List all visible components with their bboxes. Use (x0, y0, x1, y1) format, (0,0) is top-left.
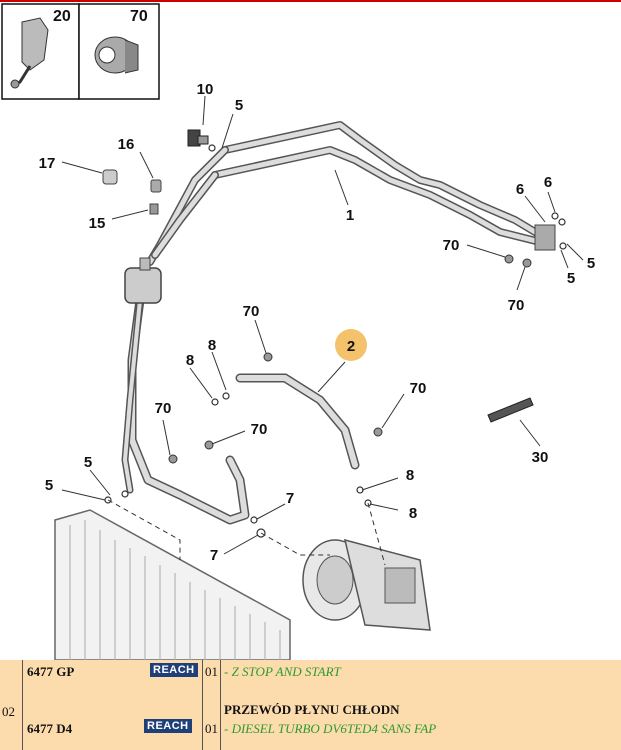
parts-table: 6477 GP REACH 01 - Z STOP AND START 02 P… (0, 660, 621, 750)
pipe-1-assembly (121, 121, 544, 525)
column-divider (202, 660, 203, 750)
nuts (168, 254, 532, 464)
callout-70[interactable]: 70 (443, 237, 460, 254)
callout-5[interactable]: 5 (84, 454, 92, 471)
reach-badge: REACH (150, 663, 198, 677)
callout-1[interactable]: 1 (346, 207, 354, 224)
part-15-valve (149, 203, 159, 215)
callout-70[interactable]: 70 (155, 400, 172, 417)
callout-16[interactable]: 16 (118, 136, 135, 153)
callout-15[interactable]: 15 (89, 215, 106, 232)
top-border (0, 0, 621, 2)
column-divider (22, 660, 23, 750)
part-quantity: 01 (205, 664, 218, 679)
part-quantity: 01 (205, 721, 218, 736)
callout-7[interactable]: 7 (286, 490, 294, 507)
thumbnail-number: 20 (53, 8, 71, 25)
callout-10[interactable]: 10 (197, 81, 214, 98)
callout-5[interactable]: 5 (45, 477, 53, 494)
condenser (54, 509, 291, 660)
part-reference: 6477 D4 (27, 721, 73, 736)
thumbnail-part-70[interactable]: 70 (78, 3, 160, 100)
callout-7[interactable]: 7 (210, 547, 218, 564)
part-16-cap (150, 179, 162, 193)
callout-8[interactable]: 8 (186, 352, 194, 369)
part-description: PRZEWÓD PŁYNU CHŁODN (224, 702, 400, 717)
callout-5[interactable]: 5 (567, 270, 575, 287)
callout-70[interactable]: 70 (251, 421, 268, 438)
callout-6[interactable]: 6 (544, 174, 552, 191)
reach-badge: REACH (144, 719, 192, 733)
pressure-sensor (187, 129, 209, 147)
callout-5[interactable]: 5 (587, 255, 595, 272)
exploded-parts-diagram: 20 70 (0, 0, 621, 660)
part-30-seal-strip (487, 397, 534, 423)
callout-8[interactable]: 8 (409, 505, 417, 522)
dashed-leader-lines (107, 499, 386, 566)
thumbnail-part-20[interactable]: 20 (1, 3, 80, 100)
highlight-circle (335, 329, 367, 361)
receiver-drier (124, 257, 162, 304)
part-note: - Z STOP AND START (224, 664, 341, 679)
thumbnail-number: 70 (130, 8, 148, 25)
part-reference: 6477 GP (27, 664, 75, 679)
callout-30[interactable]: 30 (532, 449, 549, 466)
connector-block (534, 224, 556, 251)
callout-17[interactable]: 17 (39, 155, 56, 172)
callout-2[interactable]: 2 (347, 338, 355, 355)
leader-lines (61, 95, 584, 555)
row-index: 02 (2, 704, 15, 719)
part-17-plug (102, 169, 118, 185)
callout-70[interactable]: 70 (243, 303, 260, 320)
column-divider (220, 660, 221, 750)
seals (104, 144, 567, 538)
callout-8[interactable]: 8 (406, 467, 414, 484)
callout-70[interactable]: 70 (508, 297, 525, 314)
callout-5[interactable]: 5 (235, 97, 243, 114)
part-note: - DIESEL TURBO DV6TED4 SANS FAP (224, 721, 437, 736)
callout-6[interactable]: 6 (516, 181, 524, 198)
callout-8[interactable]: 8 (208, 337, 216, 354)
pipe-2[interactable] (235, 373, 360, 470)
callout-70[interactable]: 70 (410, 380, 427, 397)
ac-compressor (302, 538, 431, 631)
